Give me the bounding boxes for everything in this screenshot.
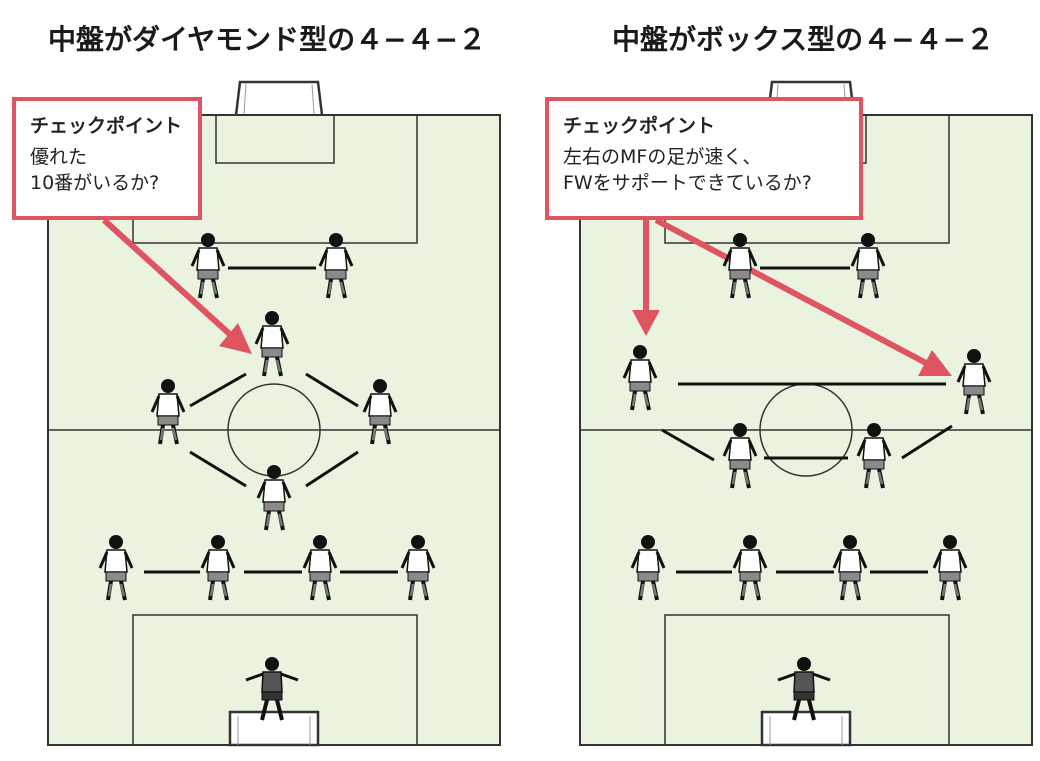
player-df-1	[630, 535, 666, 601]
player-df-2	[732, 535, 768, 601]
checkpoint-callout-box: チェックポイント 左右のMFの足が速く、 FWをサポートできているか?	[545, 97, 863, 220]
checkpoint-line-1: 左右のMFの足が速く、	[563, 146, 762, 168]
bottom-goal	[228, 710, 320, 747]
checkpoint-heading: チェックポイント	[30, 115, 183, 137]
goalkeeper	[245, 657, 299, 721]
player-df-4	[932, 535, 968, 601]
player-mf-right	[362, 379, 398, 445]
diagram-title-box: 中盤がボックス型の４−４−２	[612, 23, 995, 56]
player-df-1	[98, 535, 134, 601]
connection-lines	[661, 266, 953, 574]
player-fw-right	[850, 233, 886, 299]
connection-lines	[144, 266, 398, 574]
player-mf-bottom	[256, 465, 292, 531]
player-mf-left	[150, 379, 186, 445]
diagram-title-diamond: 中盤がダイヤモンド型の４−４−２	[48, 23, 487, 56]
player-mf-wide-left	[622, 345, 658, 411]
goalkeeper	[777, 657, 831, 721]
player-df-2	[200, 535, 236, 601]
pitch-box	[579, 80, 1033, 747]
top-goal	[234, 80, 324, 116]
checkpoint-line-2: 10番がいるか?	[30, 172, 160, 194]
checkpoint-arrows	[632, 217, 952, 376]
player-mf-wide-right	[956, 349, 992, 415]
bottom-goal	[760, 710, 852, 747]
player-fw-left	[722, 233, 758, 299]
checkpoint-line-2: FWをサポートできているか?	[563, 172, 812, 194]
checkpoint-heading: チェックポイント	[563, 115, 716, 137]
top-goal-area	[215, 114, 335, 164]
checkpoint-line-1: 優れた	[30, 146, 88, 168]
player-mf-center-left	[722, 423, 758, 489]
player-df-3	[302, 535, 338, 601]
player-df-3	[832, 535, 868, 601]
player-fw-right	[318, 233, 354, 299]
pitch-diamond	[47, 80, 501, 747]
checkpoint-arrow	[101, 217, 252, 354]
player-mf-center-right	[856, 423, 892, 489]
player-fw-left	[190, 233, 226, 299]
player-mf-top	[254, 311, 290, 377]
checkpoint-callout-diamond: チェックポイント 優れた 10番がいるか?	[12, 97, 202, 220]
player-df-4	[400, 535, 436, 601]
